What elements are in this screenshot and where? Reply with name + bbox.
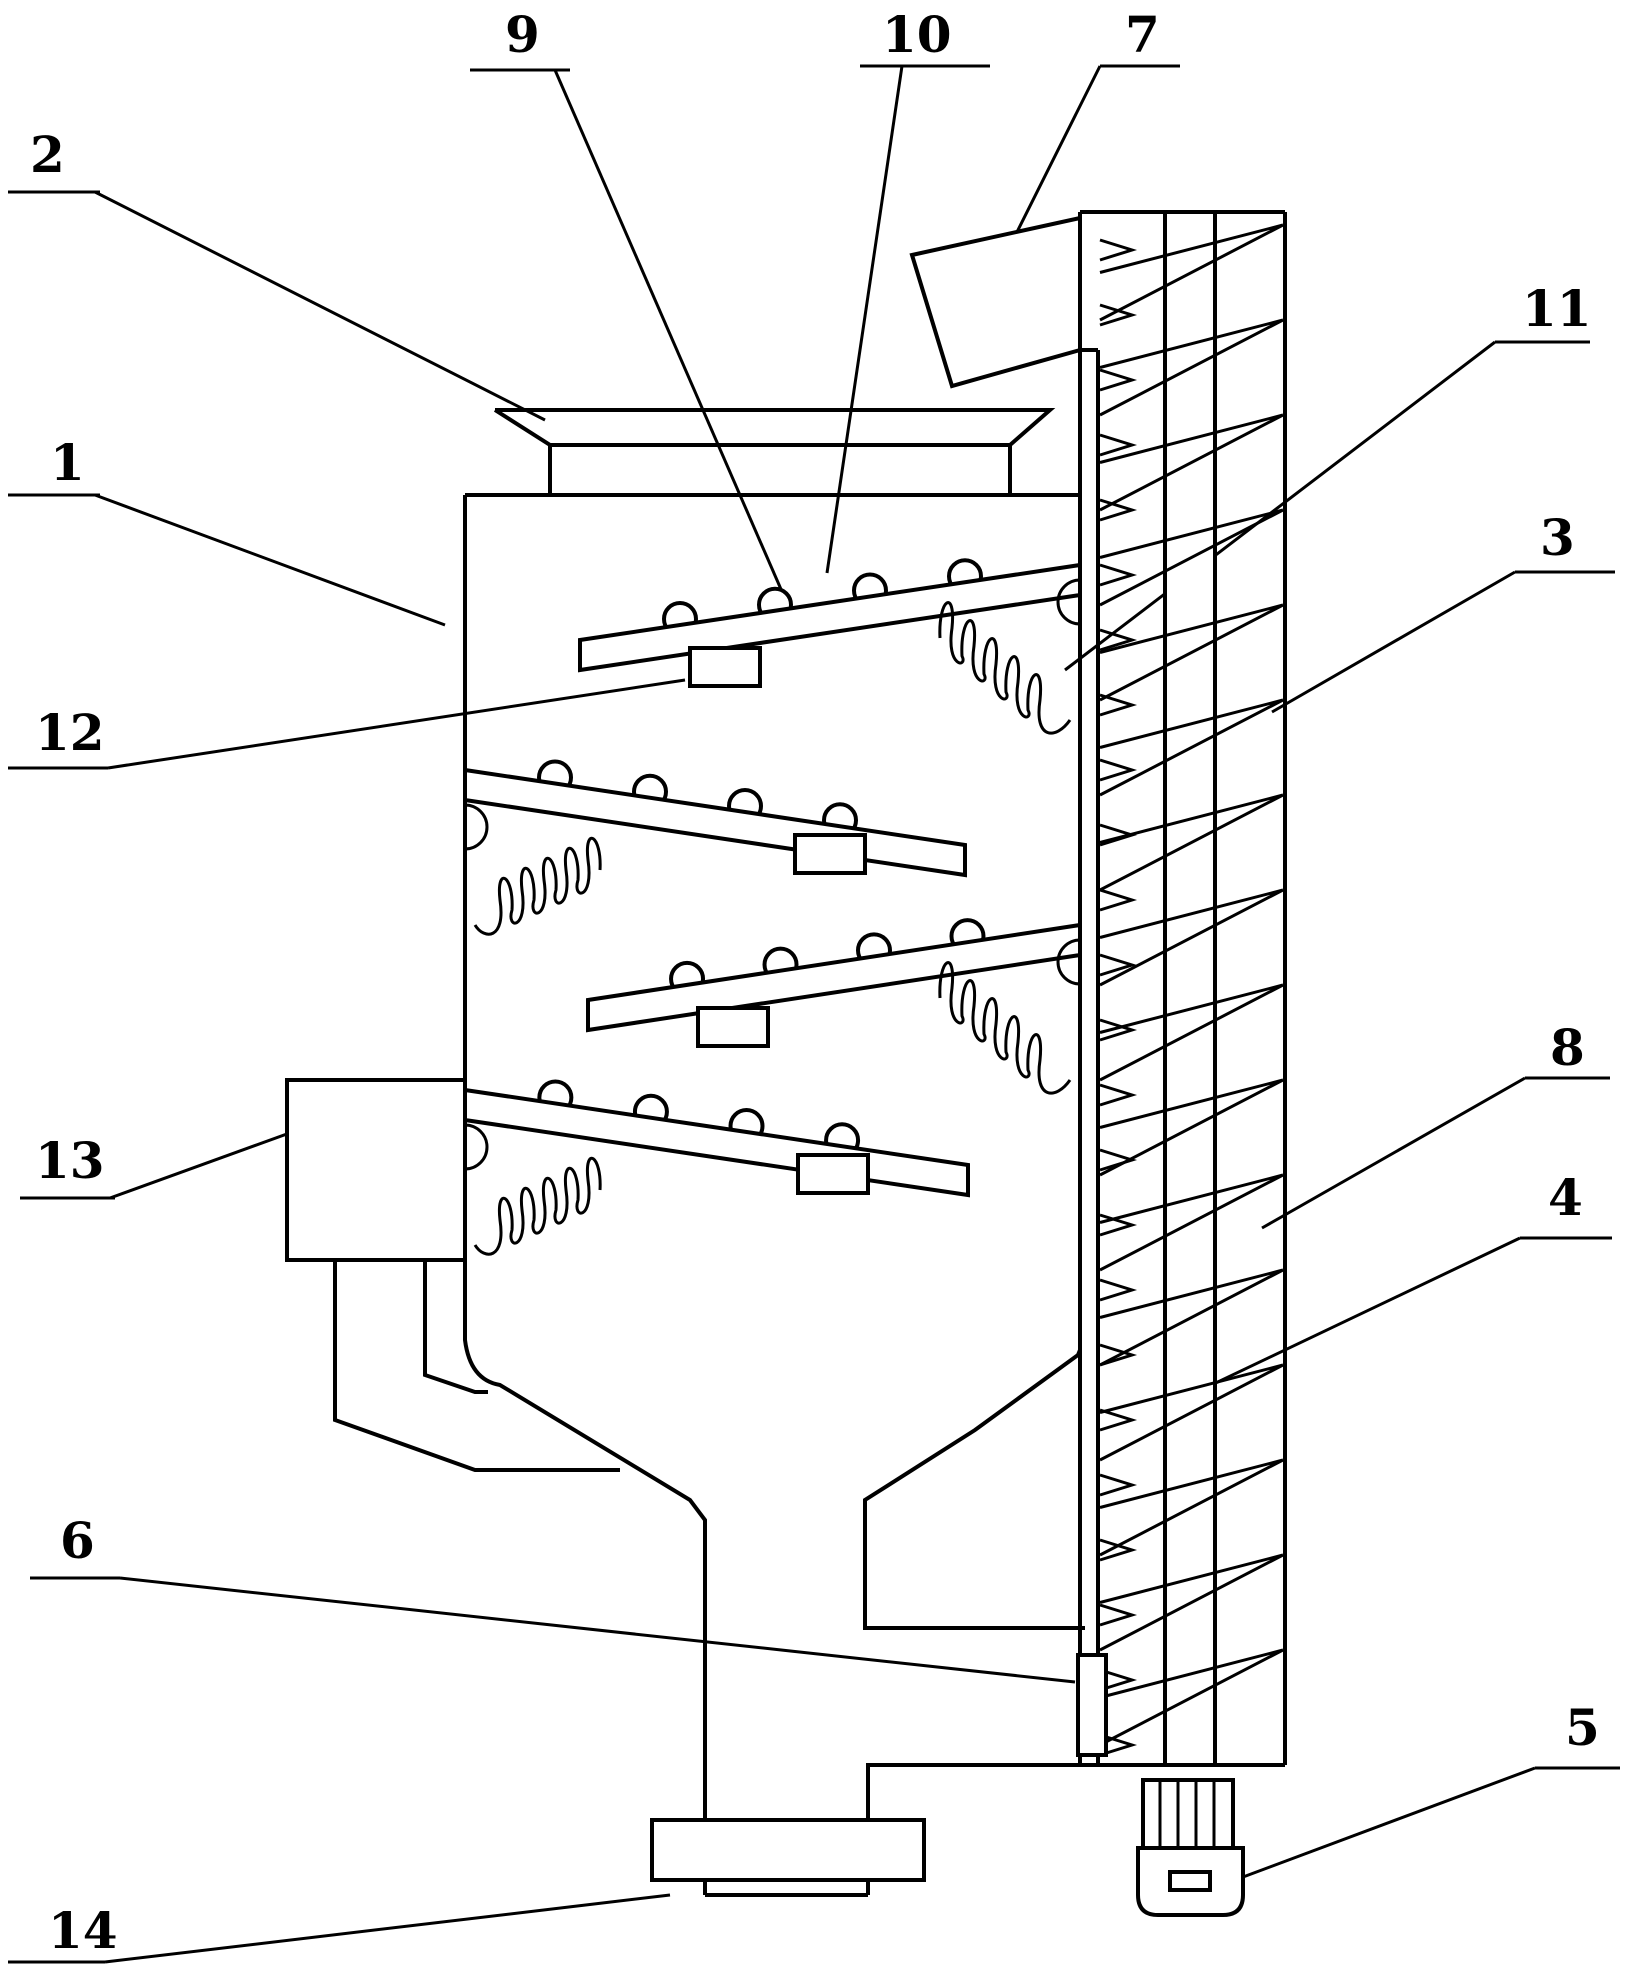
label-1: 1 [50,433,85,492]
label-10: 10 [882,5,952,64]
feed-hopper [493,408,1056,495]
label-12: 12 [35,703,105,762]
screw-flight-4 [1099,223,1284,1757]
label-5: 5 [1565,1698,1600,1757]
label-2: 2 [30,125,65,184]
spring [938,961,1072,1095]
screw-teeth [1099,238,1138,1757]
spring [473,836,602,936]
coupling-14 [650,1818,926,1882]
spring-mount [464,1123,489,1171]
label-8: 8 [1550,1018,1585,1077]
motor-box-13 [285,1078,467,1262]
discharge-chute-7 [909,215,1082,389]
spring [938,601,1072,735]
label-6: 6 [60,1511,95,1570]
spring-mount [1056,578,1081,626]
label-11: 11 [1522,279,1592,338]
motor-5 [1136,1778,1245,1917]
sieve-plates [463,558,1082,1256]
label-4: 4 [1548,1168,1583,1227]
plate-body [586,922,1082,1033]
hanging-block [696,1006,770,1048]
label-13: 13 [35,1131,105,1190]
sieve-plate-3 [586,918,1082,1095]
plate-body [463,767,967,878]
main-housing [463,493,1100,1897]
plate-body [578,562,1082,673]
spring-mount [464,803,489,851]
sieve-plate-4 [463,1079,970,1256]
label-14: 14 [48,1901,118,1960]
spring [473,1156,602,1256]
hanging-block [793,833,867,875]
sieve-plate-1 [578,558,1082,735]
hanging-block [796,1153,870,1195]
label-7: 7 [1125,5,1160,64]
label-9: 9 [505,5,540,64]
sieve-plate-2 [463,759,967,936]
plate-body [463,1087,970,1198]
spring-mount [1056,938,1081,986]
reference-labels: 9 10 7 2 11 1 3 12 8 13 4 6 [8,5,1620,1964]
hanging-block [688,646,762,688]
bypass-ducts [333,1260,620,1472]
label-3: 3 [1540,508,1575,567]
screw-flight-lines [1099,223,1284,1747]
sensor-6 [1076,1653,1108,1757]
screw-conveyor [1078,210,1287,1767]
